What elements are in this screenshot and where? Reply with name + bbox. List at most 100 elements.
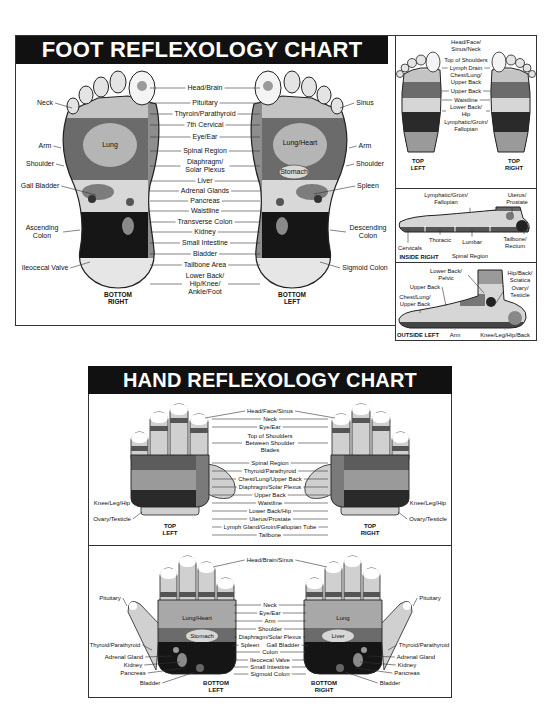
leader-line bbox=[219, 254, 260, 255]
part-label: Lung/Heart bbox=[283, 139, 318, 147]
part-label: Pituitary bbox=[192, 99, 217, 107]
leader-line bbox=[150, 114, 173, 115]
leader-line bbox=[234, 621, 263, 622]
part-label: Arm bbox=[265, 618, 276, 625]
leader-line bbox=[442, 287, 446, 306]
part-label: Chest/Lung/ Upper Back bbox=[395, 294, 435, 307]
part-label: Neck bbox=[263, 602, 277, 609]
leader-line bbox=[142, 645, 152, 650]
leader-line bbox=[150, 191, 179, 192]
leader-line bbox=[212, 419, 261, 420]
leader-line bbox=[212, 503, 256, 504]
leader-line bbox=[220, 103, 260, 104]
leader-line bbox=[212, 511, 247, 512]
part-label: Thyroid/Parathyroid bbox=[399, 642, 450, 649]
leader-line bbox=[304, 479, 328, 480]
part-label: Top of Shoulders bbox=[444, 57, 488, 64]
leader-line bbox=[298, 443, 328, 444]
leader-line bbox=[148, 668, 185, 673]
leader-line bbox=[440, 229, 441, 235]
part-label: Head/Face/Sinus bbox=[247, 408, 293, 415]
part-label: Small Intestine bbox=[250, 664, 289, 671]
part-label: Bladder bbox=[380, 680, 401, 687]
part-label: Lymphatic/Groin/ Fallopian bbox=[420, 192, 472, 205]
leader-line bbox=[150, 201, 188, 202]
leader-line bbox=[340, 103, 354, 108]
part-label: Eye/Ear bbox=[259, 424, 280, 431]
leader-line bbox=[238, 114, 261, 115]
part-label: Upper Back bbox=[254, 492, 285, 499]
part-label: Spleen bbox=[357, 182, 379, 190]
leader-line bbox=[70, 262, 90, 268]
part-label: Descending Colon bbox=[348, 224, 388, 240]
leader-line bbox=[234, 674, 249, 675]
part-label: Ovary/Testicle bbox=[93, 516, 131, 523]
leader-line bbox=[283, 613, 306, 614]
part-label: Lymphatic/Groin/ Fallopian bbox=[440, 119, 492, 132]
leader-line bbox=[284, 629, 306, 630]
leader-line bbox=[283, 535, 328, 536]
part-label: Ileocecal Valve bbox=[250, 657, 290, 664]
part-label: Pancreas bbox=[190, 197, 220, 205]
part-label: Diaphragm/ Solar Plexus bbox=[183, 158, 228, 174]
part-label: Lung bbox=[336, 615, 349, 622]
part-label: Pancreas bbox=[394, 670, 419, 677]
leader-line bbox=[355, 668, 392, 673]
leader-line bbox=[150, 265, 182, 266]
part-label: Lower Back/ Hip bbox=[448, 104, 484, 117]
part-label: Lung/Heart bbox=[182, 615, 212, 622]
leader-line bbox=[144, 662, 180, 665]
leader-line bbox=[232, 645, 239, 646]
leader-line bbox=[212, 463, 249, 464]
leader-line bbox=[280, 652, 306, 653]
part-label: Neck bbox=[263, 416, 277, 423]
leader-line bbox=[408, 229, 409, 243]
part-label: Pituitary bbox=[419, 595, 441, 602]
leader-line bbox=[228, 265, 260, 266]
leader-line bbox=[234, 629, 256, 630]
part-label: Lung bbox=[102, 141, 118, 149]
leader-line bbox=[284, 503, 328, 504]
leader-line bbox=[314, 186, 355, 194]
part-label: Neck bbox=[37, 99, 53, 107]
part-label: Sinus bbox=[356, 99, 374, 107]
part-label: Uterus/ Prostate bbox=[502, 192, 532, 205]
part-label: Tailbone/ Rectum bbox=[500, 236, 530, 249]
part-label: Eye/Ear bbox=[259, 610, 280, 617]
part-label: Shoulder bbox=[258, 626, 282, 633]
part-label: Gall Bladder bbox=[21, 182, 60, 190]
leader-line bbox=[213, 560, 245, 567]
leader-line bbox=[292, 660, 306, 661]
leader-line bbox=[150, 232, 192, 233]
leader-line bbox=[346, 164, 354, 166]
leader-line bbox=[388, 645, 397, 650]
leader-line bbox=[279, 605, 306, 606]
leader-line bbox=[150, 137, 191, 138]
leader-line bbox=[212, 519, 247, 520]
part-label: Upper Back bbox=[451, 88, 481, 95]
leader-line bbox=[123, 598, 127, 606]
leader-line bbox=[56, 164, 64, 166]
leader-line bbox=[293, 519, 328, 520]
part-label: Knee/Leg/Hip/Back bbox=[480, 332, 530, 339]
part-label: Stomach bbox=[190, 633, 214, 640]
part-label: Arm bbox=[39, 142, 52, 150]
part-label: Shoulder bbox=[356, 160, 384, 168]
part-label: Sigmoid Colon bbox=[250, 671, 289, 678]
part-label: Shoulder bbox=[26, 160, 54, 168]
part-label: Spinal Region bbox=[452, 253, 488, 260]
part-label: Ileocecal Valve bbox=[22, 264, 69, 272]
leader-line bbox=[212, 495, 252, 496]
part-label: Lumbar bbox=[462, 239, 482, 246]
leader-line bbox=[489, 60, 490, 61]
leader-line bbox=[291, 463, 328, 464]
leader-line bbox=[228, 284, 260, 285]
leader-line bbox=[442, 91, 449, 92]
leader-line bbox=[212, 471, 242, 472]
part-label: Gall Bladder bbox=[266, 642, 299, 649]
leader-line bbox=[150, 211, 189, 212]
part-label: Ovary/ Testicle bbox=[505, 285, 535, 298]
part-label: Lower Back/Hip bbox=[249, 508, 291, 515]
leader-line bbox=[234, 660, 248, 661]
part-label: Chest/Lung/Upper Back bbox=[238, 476, 302, 483]
